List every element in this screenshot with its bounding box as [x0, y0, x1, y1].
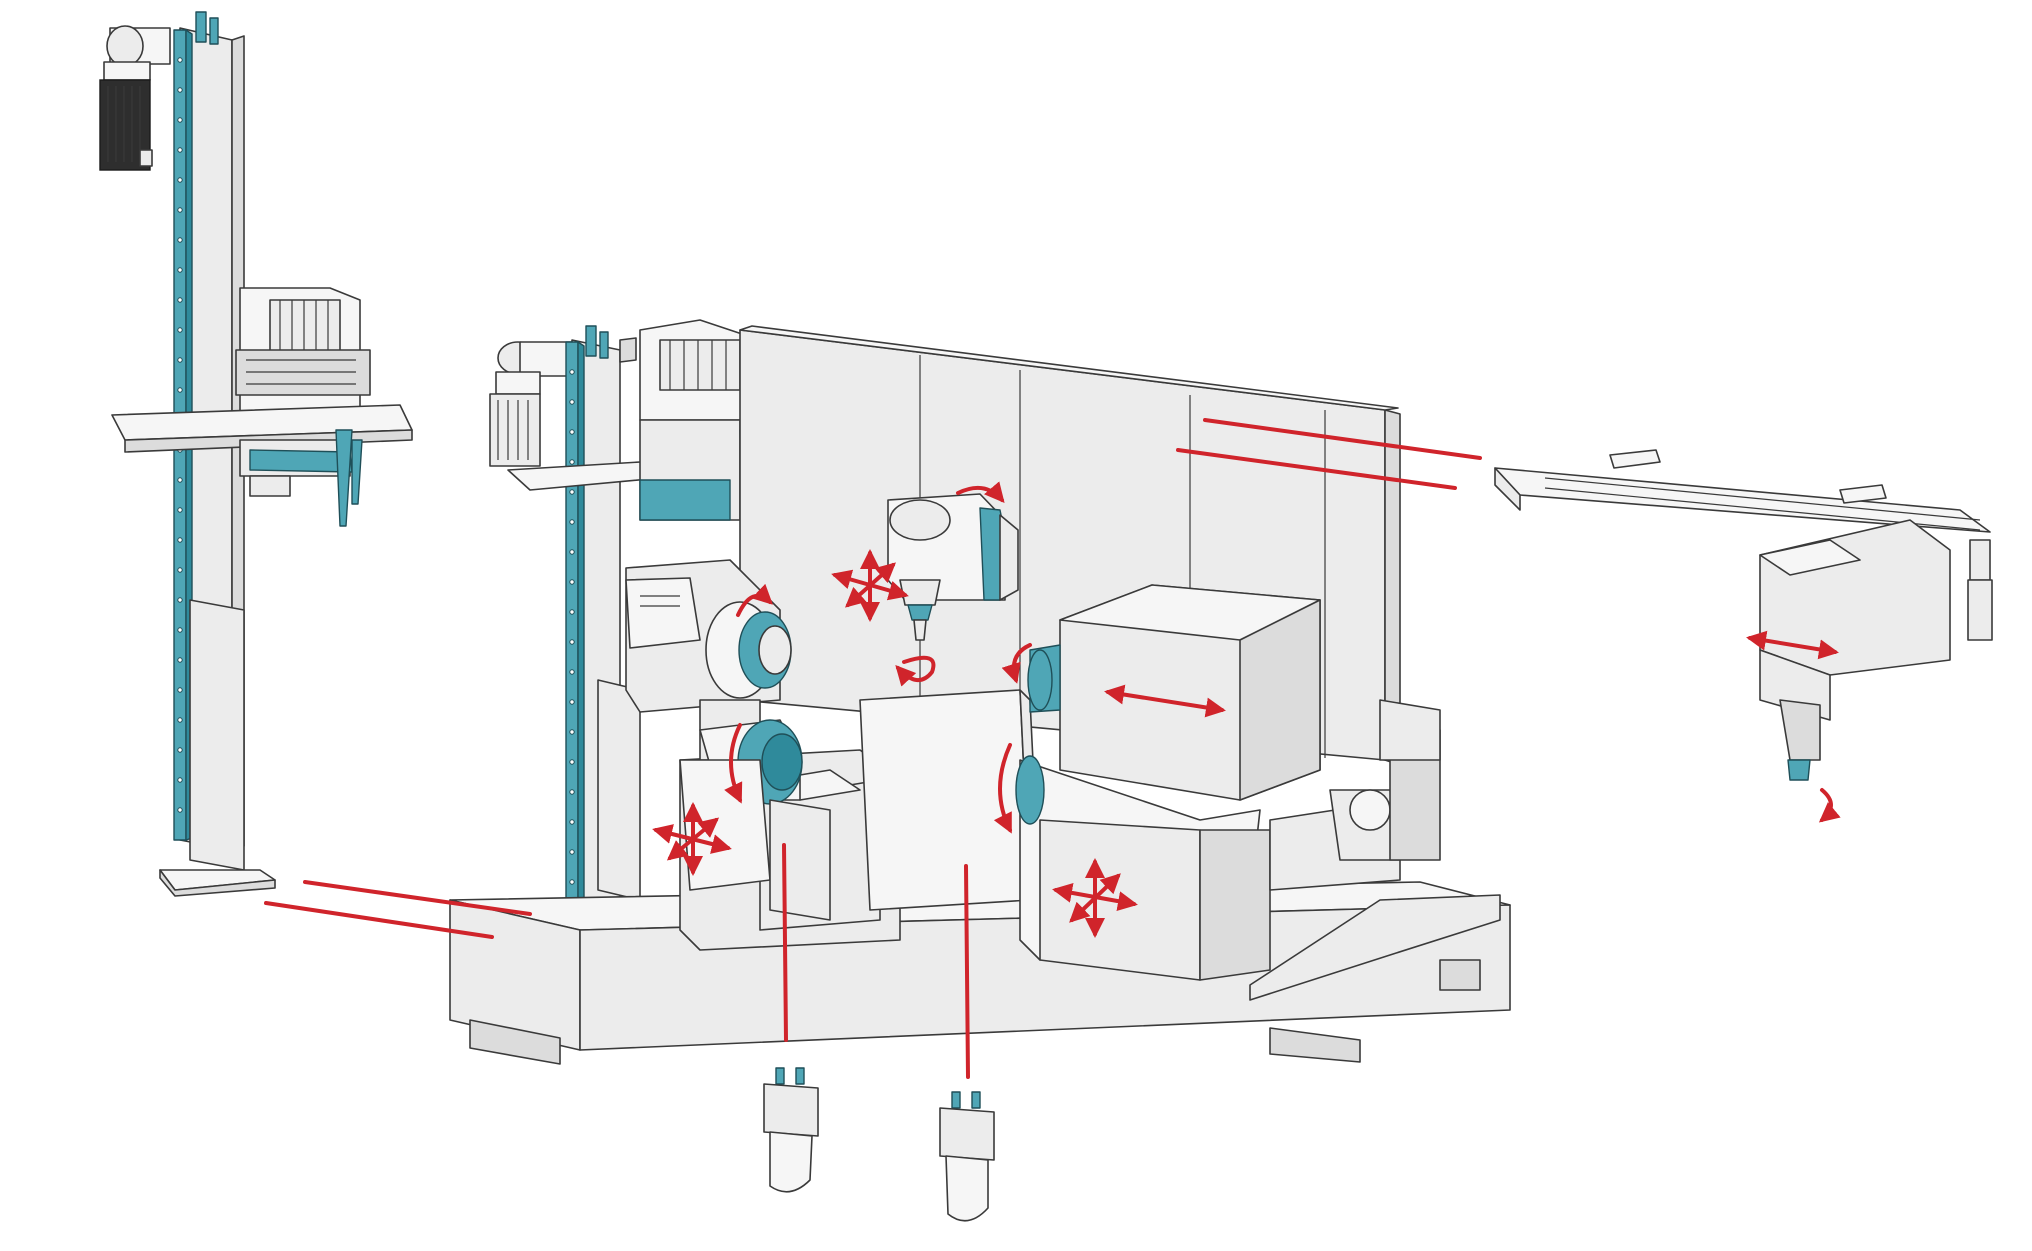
- linear-arrow-counter-spindle: [1104, 684, 1226, 718]
- rotation-arrow-counter-lower: [993, 743, 1012, 834]
- rotation-arrow-counter-upper: [1001, 643, 1032, 684]
- cross-arrows-left-base: [652, 802, 732, 876]
- rotation-arrow-spindle-c: [895, 655, 936, 687]
- vertical-spindle-head: [887, 493, 1019, 641]
- rotation-arrow-head-b: [956, 481, 1005, 504]
- gripper-left: [763, 1067, 819, 1193]
- connector-line-left-2: [264, 901, 494, 939]
- servo-motor-center: [489, 341, 573, 467]
- gantry-loader-center: [489, 319, 761, 911]
- connector-line-left-1: [303, 880, 532, 916]
- gripper-right: [939, 1091, 995, 1222]
- rotation-arrow-main-spindle: [736, 583, 773, 617]
- counter-spindle-right: [1027, 584, 1321, 801]
- cross-arrows-turret: [1052, 858, 1138, 938]
- loader-carriage-left: [111, 287, 413, 527]
- loader-carriage-center: [507, 319, 761, 541]
- rack-holes-left: [177, 57, 183, 813]
- overhead-gantry-right: [1494, 449, 1993, 781]
- motion-symbols: [264, 418, 1841, 1079]
- fixture-right: [1329, 699, 1441, 861]
- rack-holes-center: [569, 369, 575, 885]
- connector-line-top-2: [1176, 448, 1457, 490]
- servo-motor-left: [99, 25, 171, 171]
- gantry-loader-left: [99, 11, 413, 897]
- linear-arrow-gantry-right: [1746, 630, 1839, 660]
- connector-line-top-1: [1203, 418, 1482, 460]
- rotation-arrow-gantry-gripper: [1818, 788, 1841, 823]
- connector-line-gripper-left: [782, 843, 788, 1042]
- connector-line-gripper-right: [964, 864, 970, 1079]
- rotation-arrow-sub-spindle: [724, 723, 743, 804]
- cross-arrows-vertical-head: [831, 549, 909, 622]
